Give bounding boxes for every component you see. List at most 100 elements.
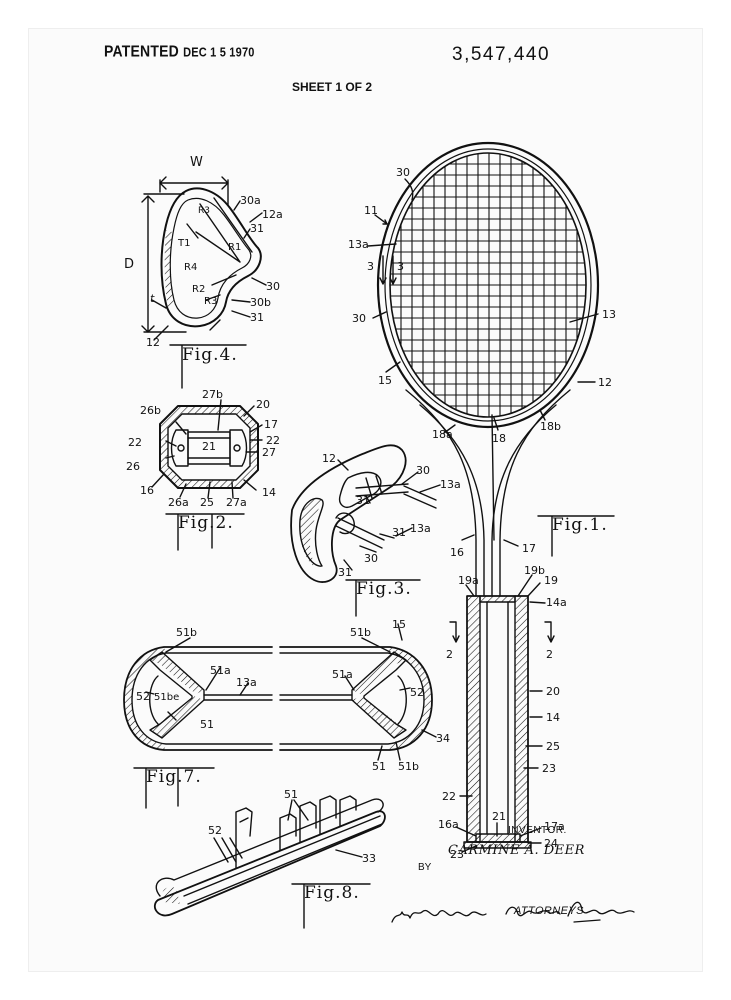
fig4-caption: Fig.4. xyxy=(182,345,238,365)
ref-label: 14 xyxy=(262,486,276,499)
fig1-racket xyxy=(367,141,600,853)
ref-label: 23 xyxy=(450,848,464,861)
ref-label: 3 xyxy=(397,260,404,273)
ref-label: 22 xyxy=(266,434,280,447)
fig3-perspective xyxy=(290,444,441,583)
ref-label: 21 xyxy=(492,810,506,823)
ref-label: 20 xyxy=(546,685,560,698)
ref-label: 30 xyxy=(364,552,378,565)
ref-label: 27b xyxy=(202,388,223,401)
ref-label: 2 xyxy=(546,648,553,661)
ref-label: 20 xyxy=(256,398,270,411)
ref-label: 26a xyxy=(168,496,189,509)
ref-label: 31 xyxy=(338,566,352,579)
ref-label: 30 xyxy=(266,280,280,293)
ref-label: 12 xyxy=(322,452,336,465)
fig7-bumper xyxy=(123,623,437,761)
ref-label: 52 xyxy=(410,686,424,699)
figure-labels: Fig.4. Fig.2. Fig.3. Fig.1. Fig.7. Fig.8… xyxy=(124,155,616,903)
attorney-signature xyxy=(391,901,635,923)
fig8-strip xyxy=(153,795,386,917)
ref-label: 51b xyxy=(398,760,419,773)
fig4-section xyxy=(141,176,267,341)
fig3-caption: Fig.3. xyxy=(356,579,412,599)
ref-label: 30a xyxy=(240,194,261,207)
ref-label: 13 xyxy=(602,308,616,321)
ref-label: 51a xyxy=(210,664,231,677)
ref-label: R3 xyxy=(204,296,217,307)
ref-label: D xyxy=(124,257,134,272)
ref-label: 19 xyxy=(544,574,558,587)
ref-label: 25 xyxy=(546,740,560,753)
ref-label: 26 xyxy=(126,460,140,473)
ref-label: 16 xyxy=(140,484,154,497)
ref-label: 51 xyxy=(284,788,298,801)
ref-label: 13a xyxy=(410,522,431,535)
ref-label: R4 xyxy=(184,262,197,273)
ref-label: 12 xyxy=(598,376,612,389)
string-bed xyxy=(390,153,586,417)
figure-caption-rules xyxy=(133,344,615,929)
ref-label: 17 xyxy=(522,542,536,555)
ref-label: 18b xyxy=(540,420,561,433)
ref-label: 15 xyxy=(392,618,406,631)
ref-label: 16a xyxy=(438,818,459,831)
ref-label: W xyxy=(190,155,203,170)
ref-label: 51 xyxy=(372,760,386,773)
ref-label: 19a xyxy=(458,574,479,587)
inventor-label: INVENTOR. xyxy=(508,825,567,836)
ref-label: 31 xyxy=(392,526,406,539)
ref-label: 13a xyxy=(236,676,257,689)
ref-label: 22 xyxy=(442,790,456,803)
ref-label: 33 xyxy=(362,852,376,865)
ref-label: 31 xyxy=(250,222,264,235)
inventor-name: CARMINE A. DEER xyxy=(448,843,585,858)
patented-label: PATENTED xyxy=(104,41,179,61)
ref-label: 30 xyxy=(416,464,430,477)
by-label: BY xyxy=(418,862,432,873)
ref-label: 12 xyxy=(146,336,160,349)
ref-label: 30 xyxy=(396,166,410,179)
ref-label: 52 xyxy=(208,824,222,837)
ref-label: 12a xyxy=(262,208,283,221)
ref-label: 30b xyxy=(250,296,271,309)
ref-label: 18a xyxy=(432,428,453,441)
ref-label: 2 xyxy=(446,648,453,661)
ref-label: 51b xyxy=(350,626,371,639)
ref-label: t xyxy=(150,292,155,305)
ref-label: 14a xyxy=(546,596,567,609)
ref-label: R3 xyxy=(198,206,210,216)
ref-label: 11 xyxy=(364,204,378,217)
ref-label: 17a xyxy=(544,820,565,833)
patent-sheet xyxy=(28,28,703,972)
ref-label: 21 xyxy=(202,440,216,453)
ref-label: 16 xyxy=(450,546,464,559)
fig8-caption: Fig.8. xyxy=(304,883,360,903)
ref-label: 51a xyxy=(332,668,353,681)
ref-label: 31 xyxy=(250,311,264,324)
fig2-section xyxy=(151,399,263,499)
ref-label: 51be xyxy=(154,692,179,703)
ref-label: 17 xyxy=(264,418,278,431)
ref-label: 3 xyxy=(367,260,374,273)
ref-label: 27a xyxy=(226,496,247,509)
fig1-caption: Fig.1. xyxy=(552,515,608,535)
fig2-caption: Fig.2. xyxy=(178,513,234,533)
patent-number: 3,547,440 xyxy=(452,44,551,65)
ref-label: 14 xyxy=(546,711,560,724)
patented-stamp: PATENTED DEC 1 5 1970 xyxy=(104,42,255,60)
ref-label: 52 xyxy=(136,690,150,703)
ref-label: 23 xyxy=(542,762,556,775)
ref-label: 30 xyxy=(352,312,366,325)
ref-label: 18 xyxy=(492,432,506,445)
ref-label: R2 xyxy=(192,284,205,295)
ref-label: 31 xyxy=(356,494,370,507)
ref-label: 24 xyxy=(544,837,558,850)
ref-label: 25 xyxy=(200,496,214,509)
ref-label: 51b xyxy=(176,626,197,639)
ref-label: 13a xyxy=(440,478,461,491)
ref-label: 22 xyxy=(128,436,142,449)
fig7-caption: Fig.7. xyxy=(146,767,202,787)
